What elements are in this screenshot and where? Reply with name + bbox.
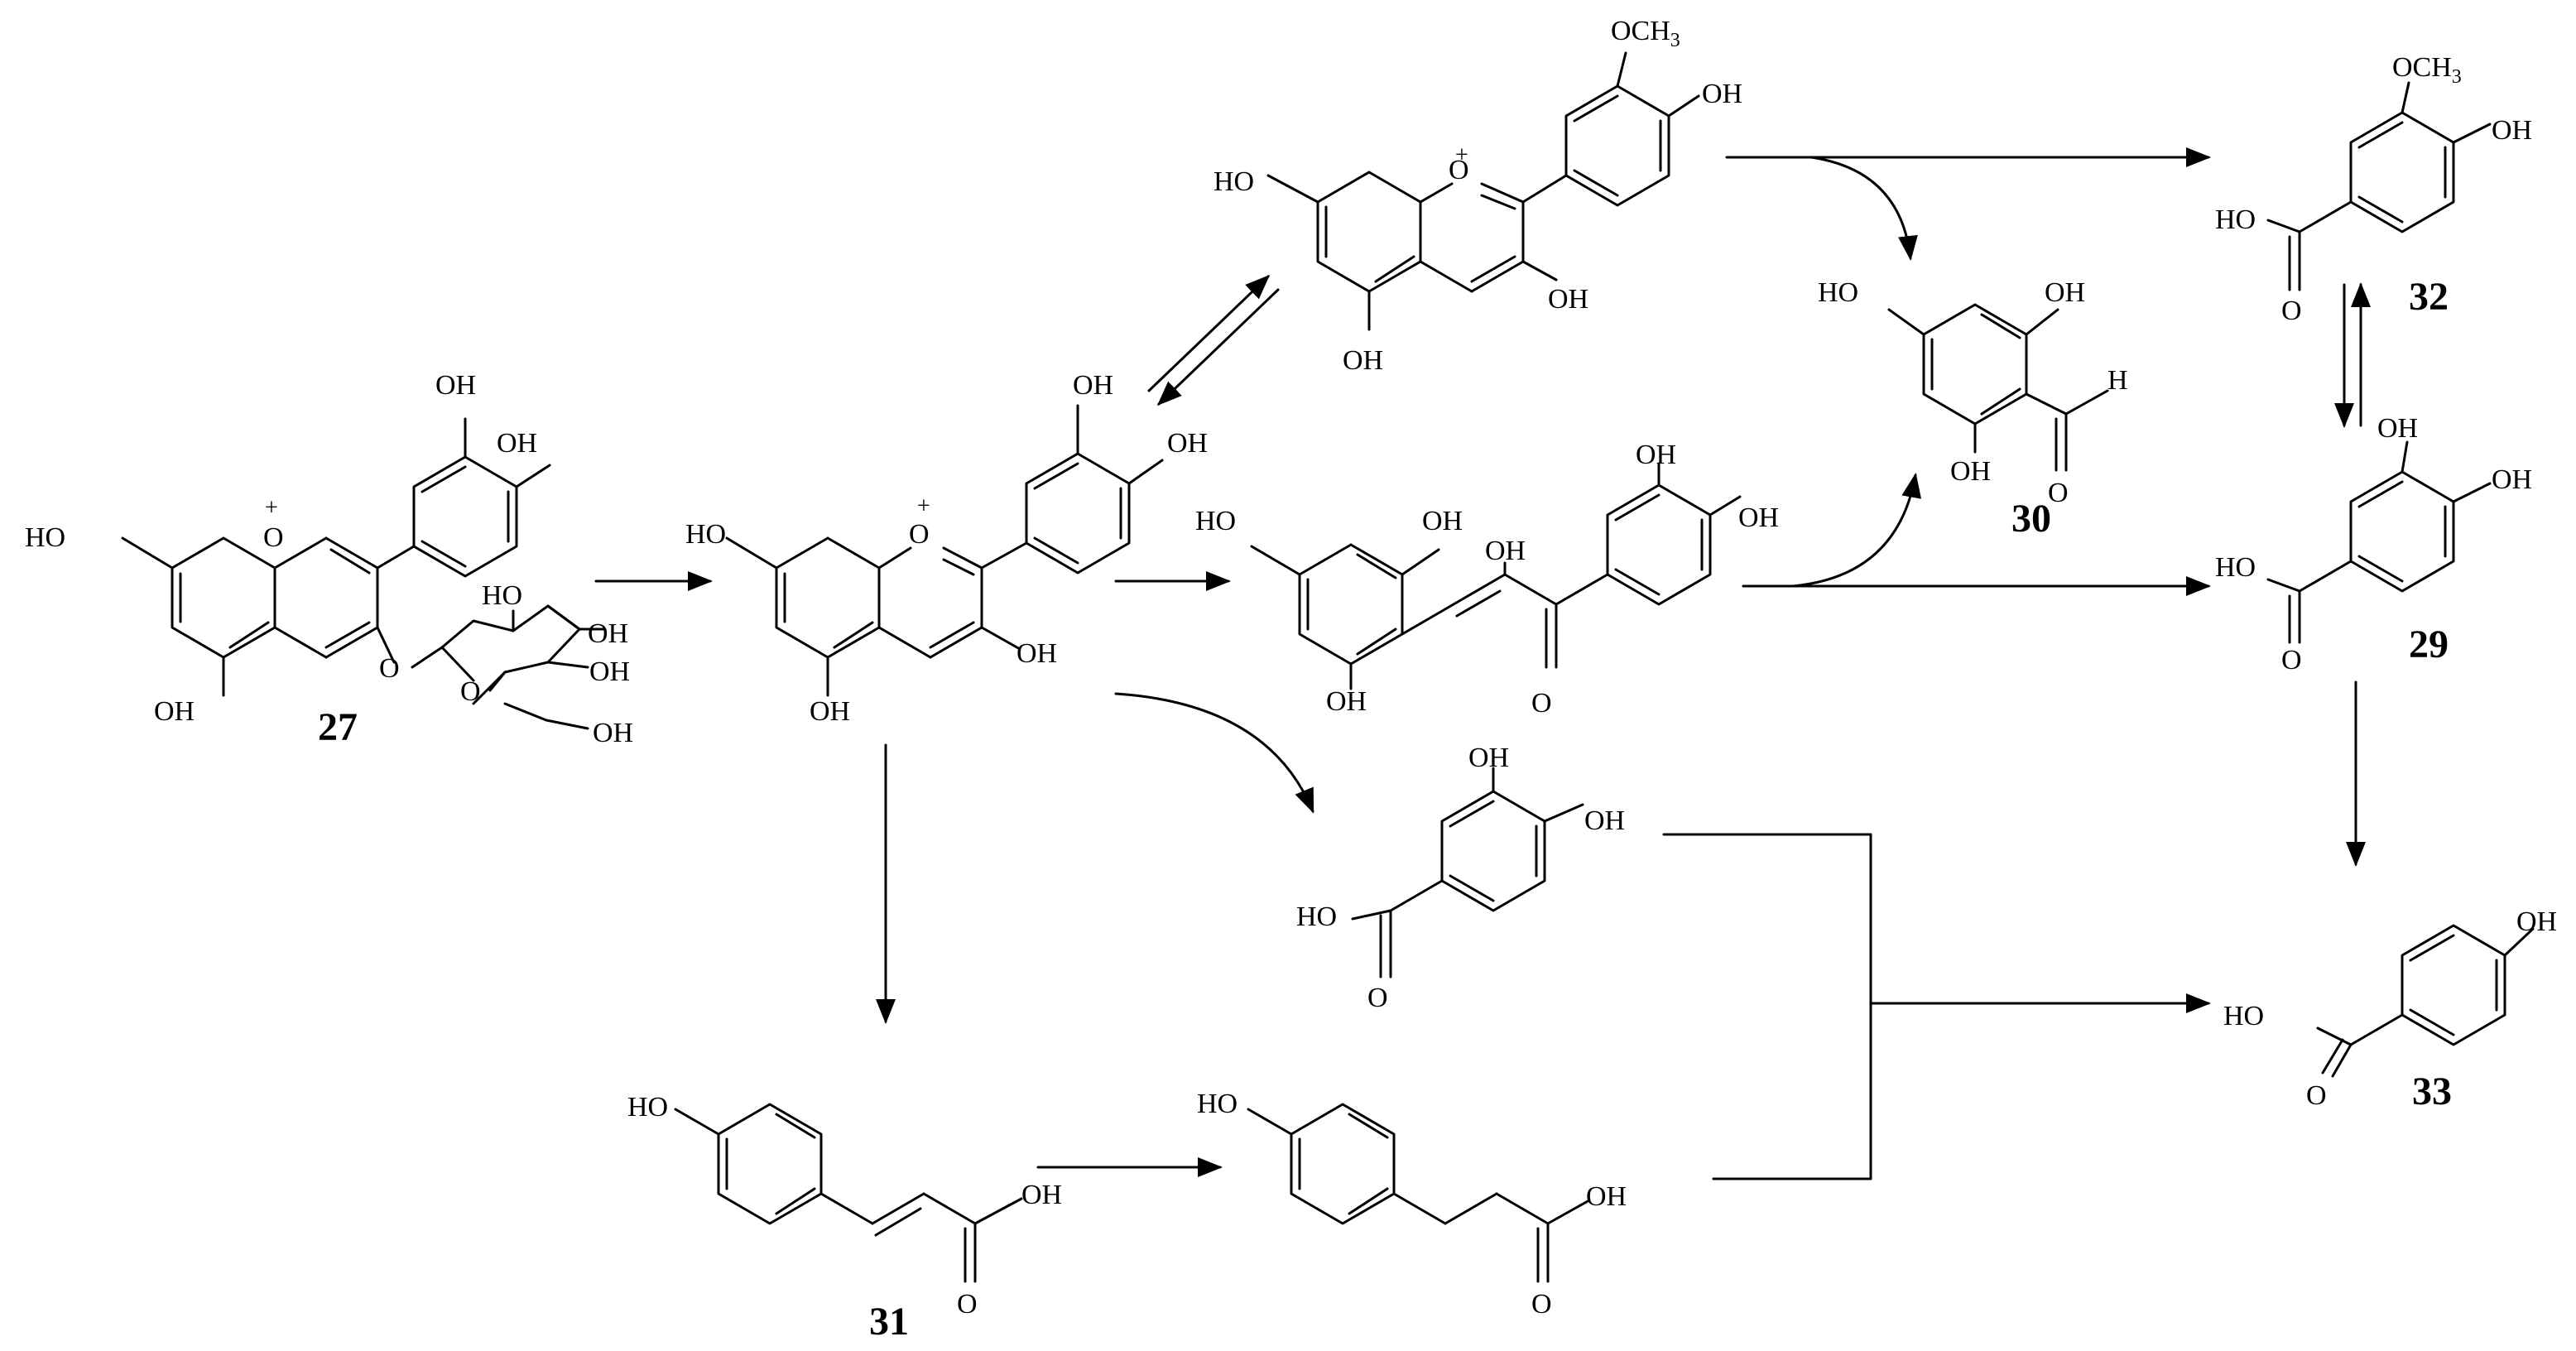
compound-33: OH HO O 33 (2223, 906, 2557, 1113)
atom-label: OH (1326, 686, 1367, 717)
connector-protocatechuic (1662, 833, 1872, 1180)
atom-label: O (460, 676, 481, 707)
atom-label: OH (589, 656, 630, 687)
reaction-arrows (594, 147, 2371, 1180)
charge-plus: + (917, 493, 930, 519)
peonidin-bonds (1266, 51, 1700, 331)
atom-label: O (2281, 296, 2302, 326)
compound-label-33: 33 (2412, 1070, 2452, 1113)
compound-29: OH OH HO O 29 (2215, 413, 2532, 676)
atom-label: OH (1073, 370, 1113, 401)
compound-30: HO OH OH O H 30 (1818, 277, 2128, 541)
atom-label: O (2281, 645, 2302, 676)
atom-label: O (1531, 688, 1552, 719)
atom-label: O (1449, 155, 1469, 185)
atom-label: OH (1950, 456, 1991, 487)
arrow-cyanidin-to-peonidin (1147, 274, 1271, 392)
compound-29-bonds (2266, 440, 2492, 644)
atom-label: OH (810, 696, 850, 727)
atom-label: OH (1016, 638, 1057, 669)
compound-label-31: 31 (869, 1300, 909, 1344)
atom-label: OH (1468, 743, 1509, 773)
atom-label: OH (1586, 1181, 1627, 1212)
atom-label: O (379, 653, 400, 684)
atom-label: HO (685, 519, 726, 550)
atom-label: HO (25, 522, 65, 553)
atom-label: OH (1343, 345, 1383, 376)
arrow-peonidin-to-cyanidin (1156, 288, 1280, 406)
charge-plus: + (265, 495, 278, 521)
atom-label: HO (1197, 1089, 1238, 1119)
compound-32: OCH3 OH HO O 32 (2215, 52, 2532, 326)
compound-31-bonds (674, 1103, 1023, 1283)
atom-label: OH (435, 370, 476, 401)
atom-label: H (2107, 365, 2128, 396)
atom-label: HO (1296, 901, 1337, 932)
atom-label: OH (1548, 284, 1588, 315)
atom-label: HO (1195, 506, 1236, 536)
atom-label: HO (2223, 1001, 2264, 1031)
compound-33-bonds (2316, 924, 2535, 1078)
compound-label-30: 30 (2011, 497, 2051, 541)
atom-label: OH (2492, 115, 2532, 146)
compound-27: HO OH O + OH OH O O HO OH OH OH 27 (25, 370, 633, 749)
atom-label: OH (1702, 79, 1742, 109)
arrow-cyanidin-to-protocatechuic (1114, 692, 1314, 814)
atom-label: OH (2045, 277, 2085, 308)
atom-label: OH (497, 428, 537, 459)
arrow-chalcone-to-30 (1791, 473, 1922, 588)
chalcone-intermediate: HO OH OH OH O OH OH (1195, 440, 1779, 719)
atom-label: OH (1636, 440, 1676, 470)
compound-30-bonds (1887, 303, 2109, 472)
atom-label: OH (1485, 536, 1526, 566)
charge-plus: + (1455, 142, 1468, 168)
atom-label: O (1367, 983, 1388, 1013)
dihydrocoumaric-acid: HO OH O (1197, 1089, 1627, 1320)
compound-31: HO OH O 31 (627, 1092, 1062, 1344)
atom-label: OH (588, 618, 628, 649)
peonidin: HO O + OCH3 OH OH OH (1214, 16, 1742, 376)
atom-label: O (2306, 1080, 2327, 1111)
dihydrocoumaric-bonds (1247, 1103, 1591, 1283)
atom-label: OH (154, 696, 195, 727)
arrow-peonidin-to-30 (1809, 156, 1918, 261)
atom-label: O (909, 519, 930, 550)
atom-label: O (1531, 1289, 1552, 1320)
atom-label: HO (2215, 204, 2256, 235)
atom-label: OH (1584, 805, 1625, 836)
compound-label-32: 32 (2409, 275, 2449, 319)
atom-label: HO (2215, 552, 2256, 583)
atom-label: OH (2516, 906, 2557, 937)
atom-label: OH (1021, 1180, 1062, 1210)
atom-label: O (957, 1289, 978, 1320)
atom-label: O (263, 522, 284, 553)
compound-27-bonds (121, 417, 606, 730)
atom-label: OH (1422, 506, 1463, 536)
chalcone-bonds (1250, 462, 1742, 690)
atom-label: HO (482, 580, 522, 611)
compound-label-27: 27 (318, 705, 358, 749)
atom-label: OH (2492, 464, 2532, 495)
protocatechuic-bonds (1351, 767, 1584, 978)
cyanidin-aglycone: HO O + OH OH OH OH (685, 370, 1208, 727)
atom-label: HO (1818, 277, 1858, 308)
atom-label: OH (593, 718, 633, 748)
compound-label-29: 29 (2409, 623, 2449, 666)
atom-label: HO (1214, 166, 1254, 197)
atom-label: HO (627, 1092, 668, 1123)
atom-label: OCH3 (1611, 16, 1680, 51)
compound-32-bonds (2266, 81, 2492, 291)
atom-label: OCH3 (2392, 52, 2462, 88)
cyanidin-bonds (725, 404, 1164, 697)
atom-label: OH (1167, 428, 1208, 459)
atom-label: OH (1738, 502, 1779, 533)
atom-label: O (2048, 478, 2069, 508)
atom-label: OH (2377, 413, 2418, 444)
protocatechuic-acid: OH OH HO O (1296, 743, 1625, 1013)
